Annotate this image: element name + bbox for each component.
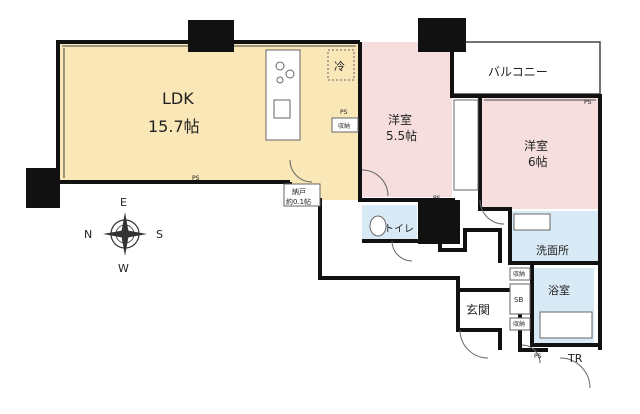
closet-box [509, 267, 531, 281]
ldk-size: 15.7帖 [148, 117, 200, 136]
column-top-right [418, 18, 466, 52]
compass-s: S [156, 228, 163, 241]
shoe-box [509, 283, 531, 315]
compass-n: N [84, 228, 92, 241]
doors [289, 159, 591, 389]
balcony-label: バルコニー [488, 65, 548, 79]
entrance-label: 玄関 [466, 302, 490, 317]
storage-room [283, 183, 321, 207]
fridge-label: 冷 [334, 60, 345, 73]
stove-burner [275, 61, 285, 71]
ps-label: PS [534, 353, 542, 360]
fridge-space [327, 49, 355, 81]
ps-label: PS [584, 99, 592, 106]
closet-label: 収納 [338, 122, 350, 130]
western2-size: 6帖 [528, 154, 548, 169]
storage-name: 納戸 [292, 187, 306, 196]
trunk-room-label: TR [567, 352, 583, 365]
wash-basin [513, 213, 551, 231]
wardrobe [453, 99, 479, 191]
compass-w: W [118, 262, 129, 275]
western1-size: 5.5帖 [386, 128, 417, 143]
toilet-label: トイレ [384, 224, 414, 235]
compass [103, 212, 147, 256]
western1-name: 洋室 [388, 112, 412, 127]
kitchen-sink [273, 99, 291, 119]
toilet-bowl [369, 215, 387, 237]
ps-label: PS [192, 175, 200, 182]
kitchen-counter [265, 49, 301, 141]
stove-burner [276, 76, 284, 84]
closet-label: 収納 [513, 320, 525, 328]
washroom-label: 洗面所 [536, 244, 569, 257]
closet-label: 収納 [513, 270, 525, 278]
ps-label: PS [340, 109, 348, 116]
ps-label: PS [433, 195, 441, 202]
ldk-name: LDK [162, 89, 194, 108]
stove-burner [285, 69, 295, 79]
column-top-left [188, 20, 234, 52]
compass-e: E [120, 196, 127, 209]
shoe-box-label: SB [514, 296, 523, 304]
bath-label: 浴室 [548, 283, 570, 297]
closet-box [509, 317, 531, 331]
western2-floor [480, 97, 598, 209]
closet-box [331, 117, 359, 133]
bathtub [539, 311, 593, 339]
storage-size: 約0.1帖 [286, 197, 311, 206]
column-left [26, 168, 60, 208]
western2-name: 洋室 [524, 138, 548, 153]
column-center [418, 200, 460, 244]
western1-floor [362, 42, 452, 197]
